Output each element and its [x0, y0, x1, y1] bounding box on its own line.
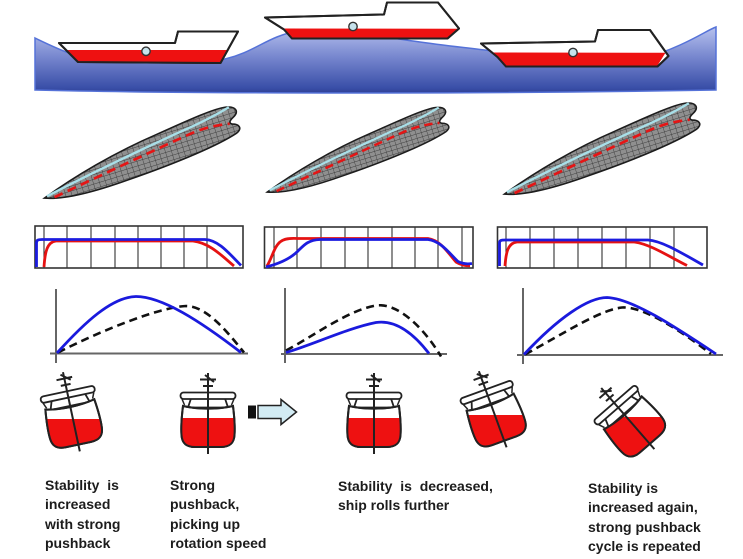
area-curve-blue: [35, 238, 243, 267]
caption-line: picking up: [170, 515, 240, 532]
sectional-area-plot-2: [263, 226, 474, 269]
caption-line: Stability is: [588, 480, 659, 496]
caption-line: Strong: [170, 477, 216, 493]
ship-section-3: [345, 373, 403, 454]
ship-section-2: [179, 373, 237, 454]
area-curve-blue: [265, 238, 473, 269]
gz-curve-blue: [285, 320, 431, 355]
keel-dashed-curve: [513, 118, 690, 195]
righting-arm-plot-1: [50, 289, 248, 363]
ship-section-1: [39, 371, 105, 452]
mesh-hull-1: [42, 106, 241, 200]
caption-strong-pushback: Strong pushback, picking up rotation spe…: [170, 476, 266, 553]
caption-cycle-repeated: Stability is increased again, strong pus…: [588, 479, 701, 556]
gz-curve-dashed: [57, 304, 246, 354]
center-of-gravity-marker: [348, 21, 358, 32]
waterline-curve: [506, 102, 690, 194]
center-of-gravity-marker: [568, 47, 578, 58]
mast: [598, 386, 656, 450]
mesh-hull-2: [265, 106, 450, 194]
caption-line: increased again,: [588, 499, 698, 516]
sectional-area-plot-3: [496, 226, 708, 269]
mesh-hull-3: [502, 102, 701, 196]
keel-dashed-curve: [276, 121, 440, 193]
gz-curve-dashed: [285, 304, 443, 358]
ship-profile-crest: [264, 1, 460, 40]
righting-arm-plot-2: [281, 288, 447, 363]
center-of-gravity-marker: [141, 46, 151, 57]
caption-line: with strong: [45, 515, 121, 532]
area-curve-blue: [498, 238, 704, 267]
mast: [473, 370, 508, 448]
caption-stability-decreased: Stability is decreased, ship rolls furth…: [338, 477, 493, 516]
mast: [200, 373, 216, 454]
caption-stability-increased: Stability is increased with strong pushb…: [45, 476, 120, 553]
caption-line: increased: [45, 496, 111, 513]
caption-line: ship rolls further: [338, 497, 450, 514]
mast: [56, 371, 81, 452]
caption-line: rotation speed: [170, 534, 267, 551]
waterline-curve: [46, 106, 230, 198]
area-curve-red: [42, 239, 235, 268]
righting-arm-plot-3: [517, 288, 723, 364]
ship-profile-trough-1: [58, 30, 239, 64]
mast: [366, 373, 382, 454]
gz-curve-blue: [522, 296, 717, 356]
caption-line: Stability is decreased,: [338, 478, 493, 494]
cycle-arrow-icon: [248, 397, 298, 427]
keel-dashed-curve: [53, 122, 230, 199]
caption-line: pushback,: [170, 496, 240, 513]
caption-line: pushback: [45, 534, 111, 551]
ship-profile-trough-2: [480, 29, 670, 68]
caption-line: cycle is repeated: [588, 537, 701, 554]
gz-curve-blue: [55, 295, 242, 354]
sectional-area-plot-1: [34, 225, 244, 269]
caption-line: strong pushback: [588, 518, 701, 535]
waterline-curve: [269, 106, 440, 192]
caption-line: Stability is: [45, 477, 119, 493]
area-curve-red: [503, 240, 688, 267]
